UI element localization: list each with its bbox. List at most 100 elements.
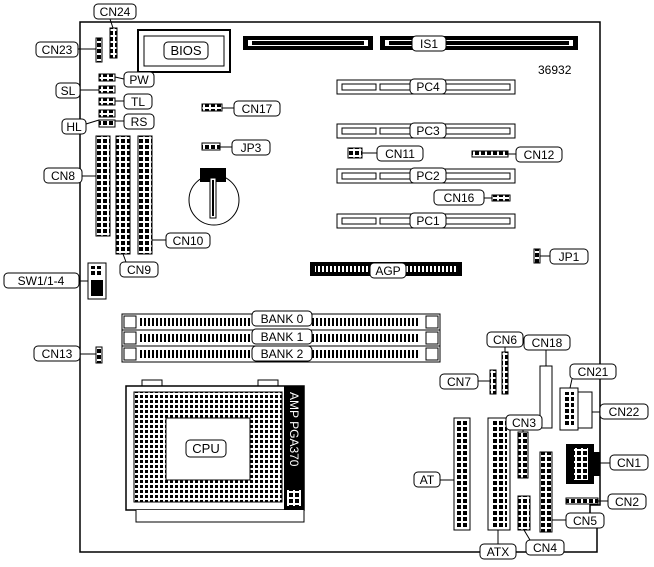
board-number: 36932 xyxy=(538,63,572,77)
svg-text:SW1/1-4: SW1/1-4 xyxy=(18,274,65,288)
cn21-connector xyxy=(559,387,579,431)
label-jp3: JP3 xyxy=(231,139,271,156)
label-cn1: CN1 xyxy=(609,454,649,471)
svg-text:CN18: CN18 xyxy=(532,336,563,350)
cn6-header xyxy=(501,351,509,395)
cn23-header xyxy=(95,37,103,63)
svg-text:AGP: AGP xyxy=(375,264,400,278)
svg-text:SL: SL xyxy=(61,84,76,98)
cn4-header xyxy=(517,495,531,531)
label-pc3: PC3 xyxy=(409,122,447,139)
label-cn11: CN11 xyxy=(376,145,424,162)
cn17-header xyxy=(201,103,223,112)
label-amp-pga370: AMP PGA370 xyxy=(287,392,301,467)
cn12-header xyxy=(471,150,509,158)
label-sl: SL xyxy=(55,82,81,99)
svg-text:CN2: CN2 xyxy=(615,495,639,509)
label-cn5: CN5 xyxy=(565,512,605,529)
svg-text:CN7: CN7 xyxy=(447,375,471,389)
label-cn6: CN6 xyxy=(486,331,524,348)
svg-text:CN12: CN12 xyxy=(524,148,555,162)
cn13-header xyxy=(95,346,103,364)
cn24-header xyxy=(109,27,118,59)
label-cn4: CN4 xyxy=(525,539,565,556)
svg-text:CN9: CN9 xyxy=(127,263,151,277)
label-cn13: CN13 xyxy=(33,345,81,362)
label-pc1: PC1 xyxy=(409,212,447,229)
cn10-header xyxy=(137,135,153,255)
sw1-dip-switch xyxy=(87,262,107,300)
svg-text:BIOS: BIOS xyxy=(170,43,201,58)
callout-lines xyxy=(78,18,610,544)
svg-text:PC4: PC4 xyxy=(416,80,440,94)
label-pw: PW xyxy=(123,71,155,88)
label-cn9: CN9 xyxy=(119,261,159,278)
svg-text:BANK 0: BANK 0 xyxy=(261,312,304,326)
svg-text:BANK 1: BANK 1 xyxy=(261,330,304,344)
cn1-connector xyxy=(566,444,600,484)
svg-text:CN22: CN22 xyxy=(609,405,640,419)
label-jp1: JP1 xyxy=(549,248,589,265)
atx-power-connector xyxy=(487,417,511,531)
label-cn21: CN21 xyxy=(569,363,617,380)
svg-text:CPU: CPU xyxy=(192,441,219,456)
label-cn23: CN23 xyxy=(35,41,79,58)
label-bios: BIOS xyxy=(163,41,209,60)
svg-text:CN4: CN4 xyxy=(533,541,557,555)
svg-text:ATX: ATX xyxy=(487,545,509,559)
label-cn24: CN24 xyxy=(93,3,137,20)
svg-text:PW: PW xyxy=(129,73,149,87)
svg-text:CN8: CN8 xyxy=(51,169,75,183)
svg-text:RS: RS xyxy=(131,115,148,129)
label-cn12: CN12 xyxy=(515,146,563,163)
cn11-header xyxy=(347,147,363,159)
svg-text:BANK 2: BANK 2 xyxy=(261,347,304,361)
label-cn10: CN10 xyxy=(165,232,211,249)
cn3-header xyxy=(517,431,529,479)
front-panel-headers xyxy=(98,73,116,128)
cn7-header xyxy=(489,369,497,395)
label-atx: ATX xyxy=(479,543,517,560)
svg-text:JP1: JP1 xyxy=(559,250,580,264)
label-bank0: BANK 0 xyxy=(251,310,313,327)
svg-text:AT: AT xyxy=(420,473,435,487)
label-rs: RS xyxy=(123,113,155,130)
jp1-jumper xyxy=(533,248,541,264)
svg-text:PC3: PC3 xyxy=(416,124,440,138)
svg-text:CN23: CN23 xyxy=(42,43,73,57)
label-cn2: CN2 xyxy=(607,493,647,510)
cn16-header xyxy=(491,194,511,202)
svg-text:CN24: CN24 xyxy=(100,5,131,19)
label-cn8: CN8 xyxy=(43,167,83,184)
label-at: AT xyxy=(413,471,441,488)
label-cn22: CN22 xyxy=(599,403,649,420)
cn2-header xyxy=(565,497,599,505)
label-hl: HL xyxy=(61,118,87,135)
svg-text:CN16: CN16 xyxy=(444,191,475,205)
label-cn16: CN16 xyxy=(433,189,485,206)
cn9-header xyxy=(115,135,131,255)
svg-text:HL: HL xyxy=(66,120,82,134)
svg-text:CN21: CN21 xyxy=(578,365,609,379)
label-bank2: BANK 2 xyxy=(251,345,313,362)
svg-text:CN3: CN3 xyxy=(512,416,536,430)
jp3-jumper xyxy=(201,142,221,151)
svg-text:CN10: CN10 xyxy=(173,234,204,248)
svg-text:IS1: IS1 xyxy=(420,37,438,51)
svg-text:PC1: PC1 xyxy=(416,214,440,228)
cn8-header xyxy=(95,135,111,237)
cn5-header xyxy=(539,451,553,533)
label-agp: AGP xyxy=(369,262,407,279)
label-bank1: BANK 1 xyxy=(251,328,313,345)
label-cn17: CN17 xyxy=(233,100,281,117)
svg-text:TL: TL xyxy=(131,95,145,109)
svg-text:CN1: CN1 xyxy=(617,456,641,470)
svg-text:CN17: CN17 xyxy=(242,102,273,116)
label-cn18: CN18 xyxy=(523,334,571,351)
label-pc2: PC2 xyxy=(409,167,447,184)
at-power-connector xyxy=(453,417,471,531)
label-tl: TL xyxy=(123,93,153,110)
label-cn3: CN3 xyxy=(505,414,543,431)
cn22-connector xyxy=(577,391,593,429)
